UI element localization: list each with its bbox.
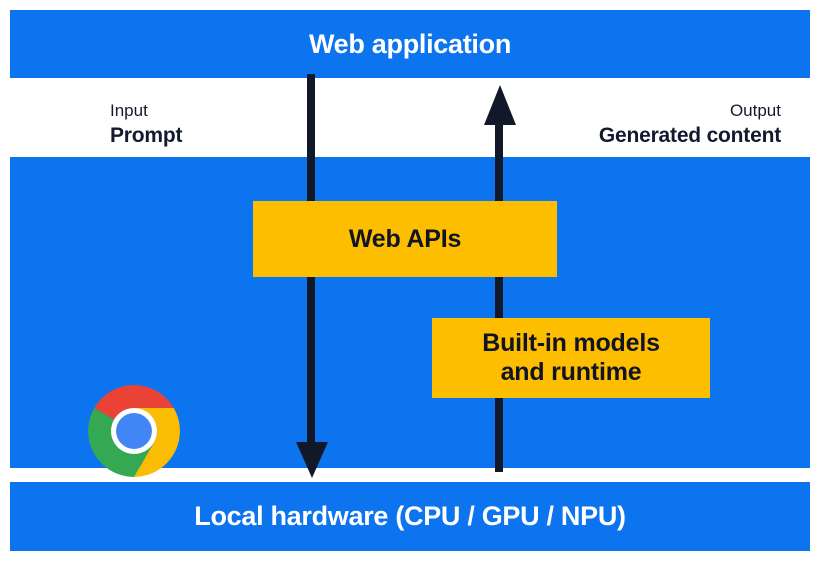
box-web-apis[interactable]: Web APIs [253, 201, 557, 277]
box-builtin-models-label: Built-in models and runtime [482, 329, 660, 387]
layer-web-application-label: Web application [308, 28, 512, 59]
box-builtin-models-line1: Built-in models [482, 329, 660, 358]
annotation-output-kind: Output [729, 101, 781, 120]
layer-web-application: Web application [10, 10, 810, 78]
box-builtin-models-line2: and runtime [500, 358, 642, 386]
annotation-output-value: Generated content [598, 124, 781, 148]
annotation-input-value: Prompt [110, 124, 183, 148]
box-web-apis-label: Web APIs [348, 224, 462, 253]
annotation-output: Output Generated content [599, 100, 781, 149]
layer-local-hardware-label: Local hardware (CPU / GPU / NPU) [194, 501, 626, 531]
layer-local-hardware: Local hardware (CPU / GPU / NPU) [10, 482, 810, 551]
box-builtin-models[interactable]: Built-in models and runtime [432, 318, 710, 398]
chrome-logo-icon [88, 385, 180, 477]
annotation-input-kind: Input [110, 101, 148, 120]
annotation-input: Input Prompt [110, 100, 183, 149]
